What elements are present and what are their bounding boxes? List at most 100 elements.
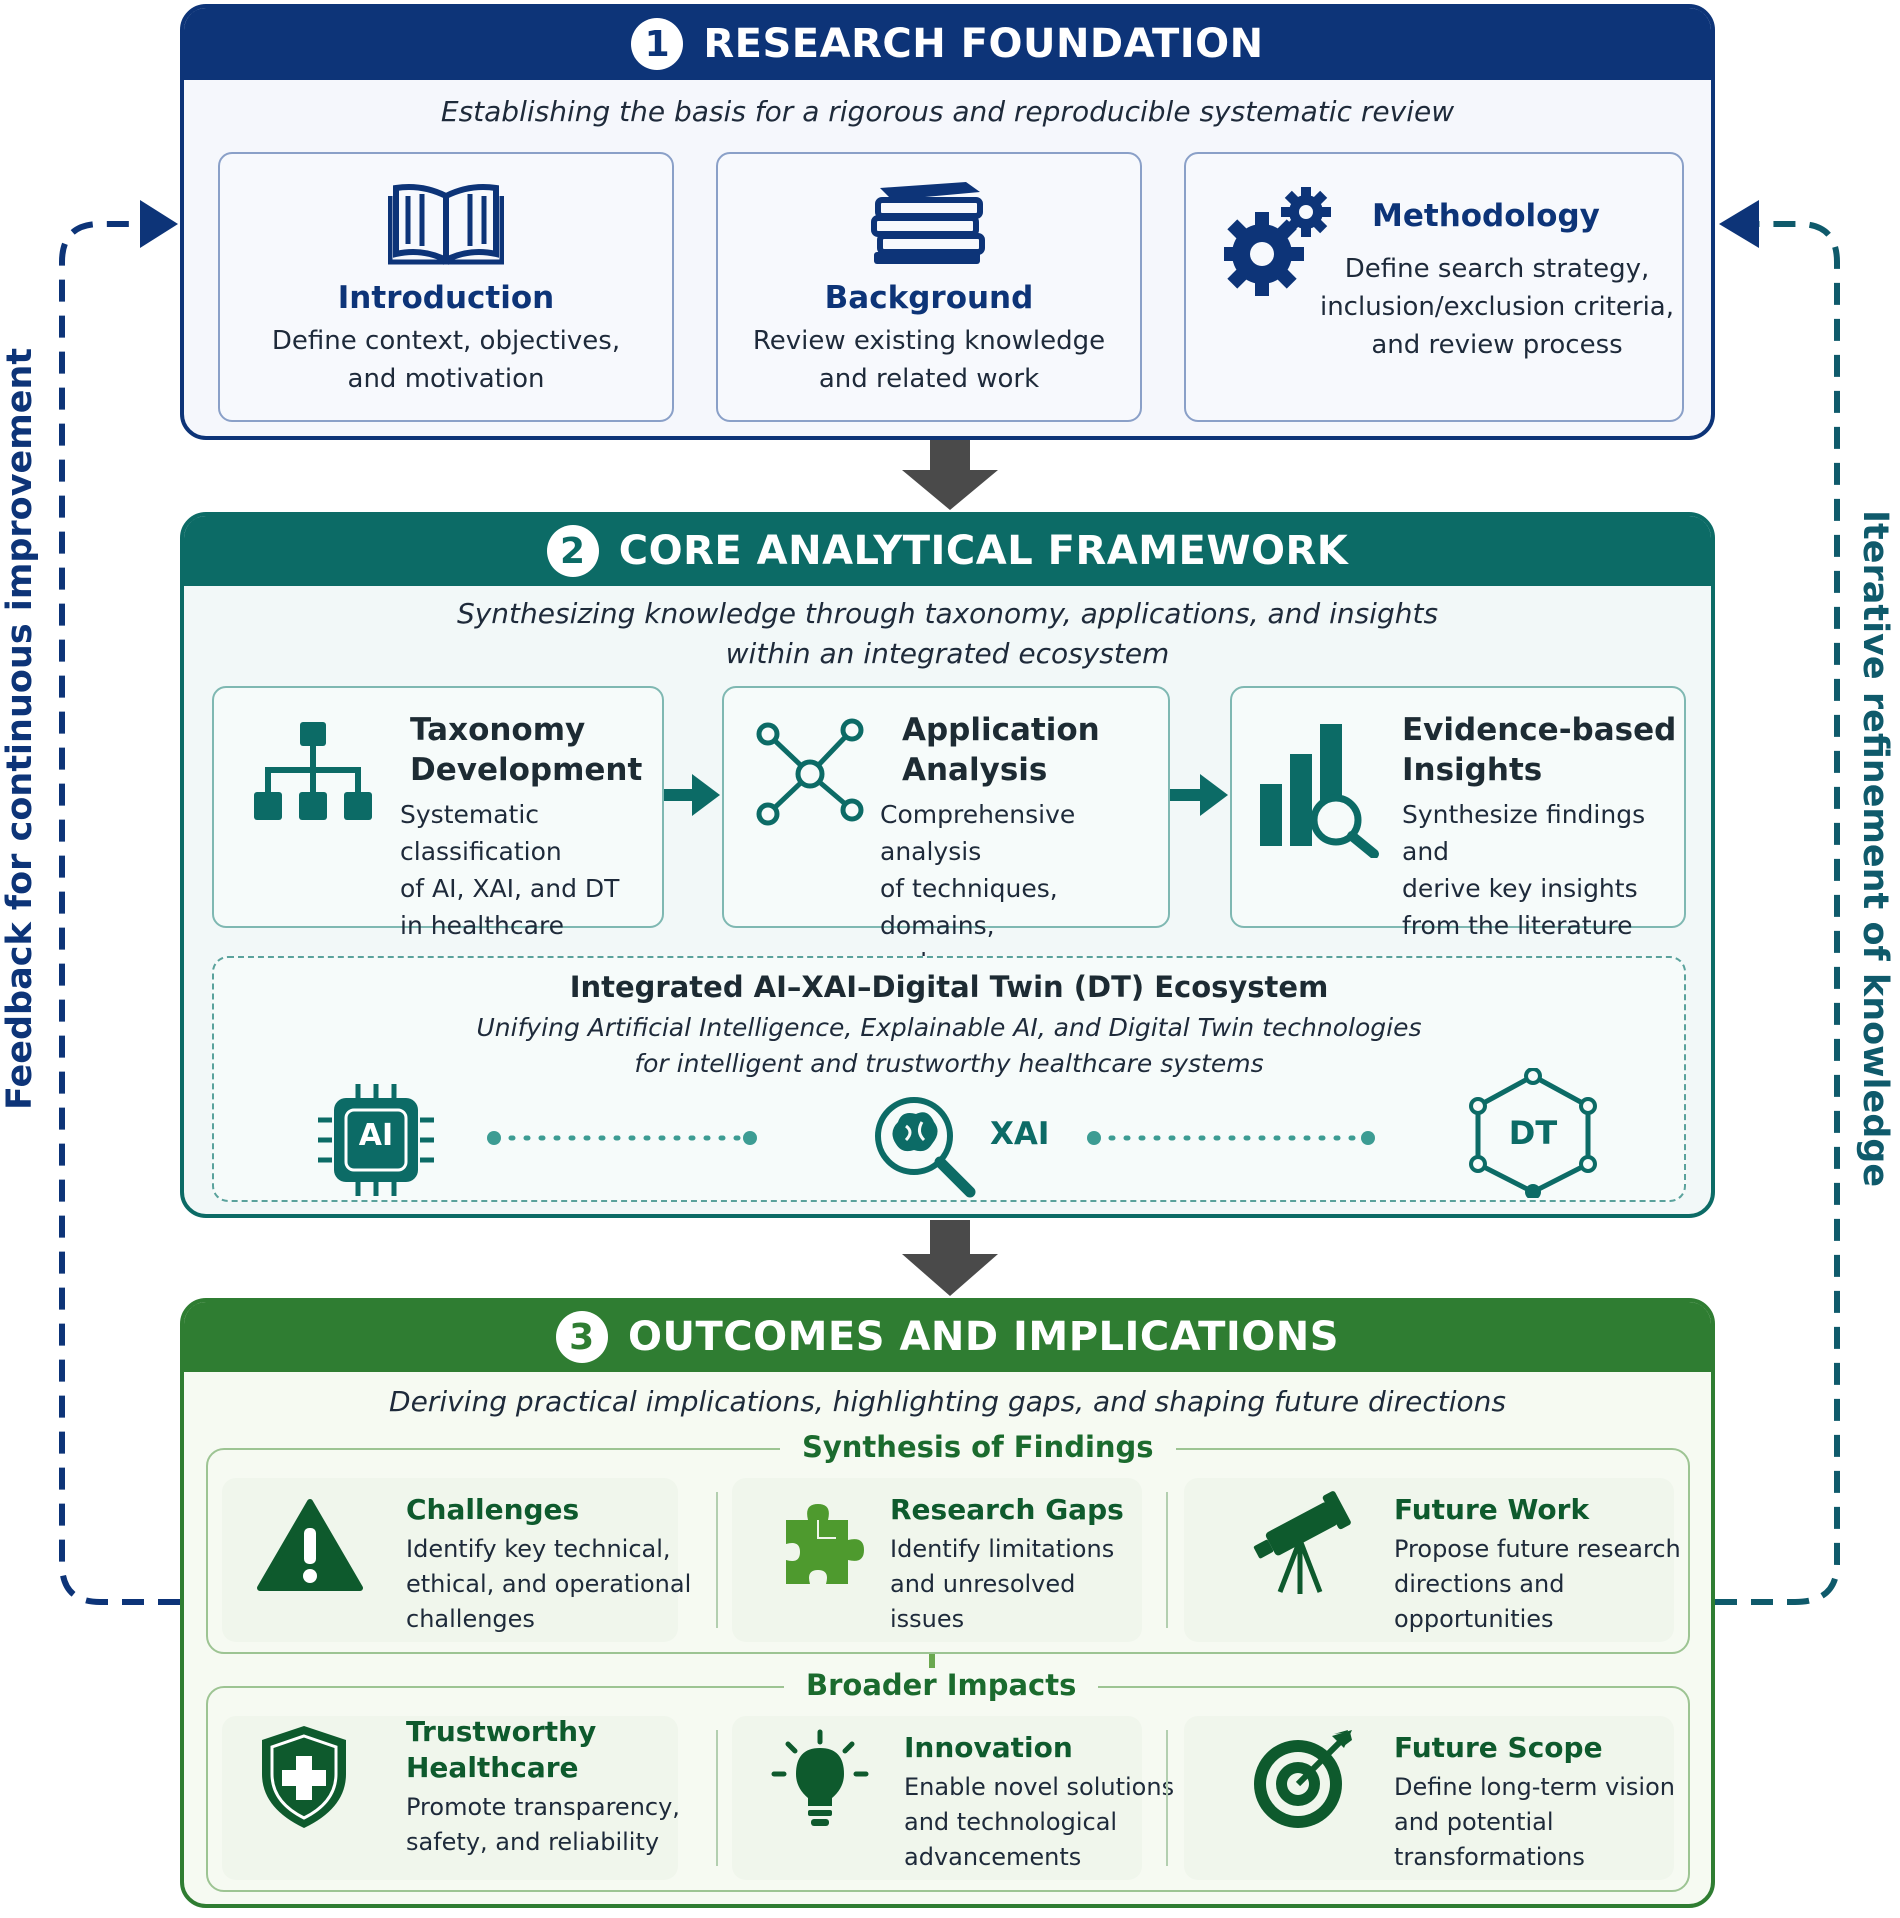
dt-hexagon: DT [1468, 1068, 1598, 1198]
impact-future-scope-line: Define long-term vision [1394, 1773, 1675, 1801]
finding-research-gaps-title: Research Gaps [890, 1493, 1124, 1526]
section3-header: 3 OUTCOMES AND IMPLICATIONS [184, 1302, 1711, 1372]
card-methodology: Methodology Define search strategy, incl… [1184, 152, 1684, 422]
card-evidence-based-insights: Evidence-based Insights Synthesize findi… [1230, 686, 1686, 940]
dotted-connector-left [487, 1131, 757, 1145]
card-taxonomy-title-line: Development [410, 752, 643, 788]
ecosystem-title: Integrated AI–XAI–Digital Twin (DT) Ecos… [569, 970, 1329, 1004]
open-book-icon [388, 184, 504, 265]
arrow-right-2 [1170, 774, 1228, 816]
card-background-line: Review existing knowledge [752, 326, 1106, 356]
card-evidence-title-line: Evidence-based [1402, 712, 1677, 748]
finding-challenges-line: challenges [406, 1605, 535, 1633]
impact-innovation [732, 1716, 1142, 1880]
section2-header: 2 CORE ANALYTICAL FRAMEWORK [184, 516, 1711, 586]
ai-chip-label: AI [358, 1118, 394, 1153]
section2-subtitle: Synthesizing knowledge through taxonomy,… [184, 594, 1711, 674]
impact-future-scope-line: and potential [1394, 1808, 1554, 1836]
ai-chip-icon [318, 1084, 434, 1196]
card-application-title: Application Analysis [902, 710, 1100, 790]
section2-subtitle-line: within an integrated ecosystem [725, 637, 1170, 670]
finding-future-work-line: Propose future research [1394, 1535, 1681, 1563]
hierarchy-icon [254, 722, 372, 820]
card-introduction-text: Define context, objectives, and motivati… [220, 322, 672, 398]
xai-brain-magnifier-icon [875, 1097, 976, 1198]
card-evidence-title-line: Insights [1402, 752, 1543, 788]
section-outcomes-and-implications: 3 OUTCOMES AND IMPLICATIONS Deriving pra… [180, 1298, 1715, 1908]
card-application-line: Comprehensive analysis [880, 800, 1076, 866]
feedback-loop-left [59, 200, 180, 1605]
broader-impacts-label: Broader Impacts [784, 1668, 1099, 1702]
finding-challenges-text: Identify key technical, ethical, and ope… [406, 1532, 691, 1637]
ecosystem-subtitle: Unifying Artificial Intelligence, Explai… [214, 1010, 1684, 1082]
section-core-analytical-framework: 2 CORE ANALYTICAL FRAMEWORK Synthesizing… [180, 512, 1715, 1218]
card-taxonomy-title-line: Taxonomy [410, 712, 586, 748]
finding-future-work-title: Future Work [1394, 1493, 1590, 1526]
bar-chart-magnifier-icon [1260, 724, 1379, 858]
card-taxonomy-line: of AI, XAI, and DT [400, 874, 620, 903]
card-application-line: of techniques, domains, [880, 874, 1058, 940]
card-application-analysis: Application Analysis Comprehensive analy… [722, 686, 1170, 977]
section1-header: 1 RESEARCH FOUNDATION [184, 8, 1711, 80]
synthesis-label: Synthesis of Findings [780, 1430, 1176, 1464]
impact-trustworthy-text: Promote transparency, safety, and reliab… [406, 1790, 680, 1860]
card-application-title-line: Application [902, 712, 1100, 748]
xai-label: XAI [990, 1116, 1050, 1152]
telescope-icon [1253, 1491, 1351, 1594]
warning-icon [257, 1499, 363, 1591]
card-evidence-line: Synthesize findings and [1402, 800, 1646, 866]
section3-number: 3 [555, 1311, 608, 1363]
gears-icon [1224, 187, 1331, 296]
finding-research-gaps-line: and unresolved [890, 1570, 1076, 1598]
card-introduction-line: and motivation [347, 364, 545, 394]
ecosystem-subtitle-line: Unifying Artificial Intelligence, Explai… [476, 1013, 1422, 1042]
card-taxonomy-text: Systematic classification of AI, XAI, an… [400, 796, 662, 944]
card-evidence-line: derive key insights [1402, 874, 1638, 903]
ecosystem-subtitle-line: for intelligent and trustworthy healthca… [634, 1049, 1264, 1078]
divider [716, 1492, 718, 1628]
arrow-down-1 [902, 440, 998, 510]
finding-future-work-text: Propose future research directions and o… [1394, 1532, 1681, 1637]
section-research-foundation: 1 RESEARCH FOUNDATION Establishing the b… [180, 4, 1715, 440]
card-methodology-title: Methodology [1372, 198, 1600, 234]
finding-challenges-line: Identify key technical, [406, 1535, 671, 1563]
right-side-label: Iterative refinement of knowledge [1855, 510, 1895, 1188]
dotted-connector-right [1087, 1131, 1375, 1145]
impact-trustworthy-title: Trustworthy Healthcare [406, 1714, 596, 1786]
target-icon [1254, 1730, 1352, 1828]
left-side-label: Feedback for continuous improvement [0, 347, 40, 1110]
card-methodology-text: Define search strategy, inclusion/exclus… [1316, 250, 1678, 364]
card-introduction-title: Introduction [337, 280, 555, 316]
section1-subtitle: Establishing the basis for a rigorous an… [440, 95, 1455, 128]
impact-future-scope-title: Future Scope [1394, 1731, 1603, 1764]
section2-number: 2 [546, 525, 599, 577]
impact-trustworthy-line: safety, and reliability [406, 1828, 660, 1856]
impact-innovation-line: advancements [904, 1843, 1082, 1871]
puzzle-icon [786, 1504, 864, 1584]
impact-innovation-line: Enable novel solutions [904, 1773, 1175, 1801]
card-methodology-line: Define search strategy, [1344, 254, 1650, 284]
card-background-title: Background [824, 280, 1034, 316]
card-methodology-line: and review process [1371, 330, 1623, 360]
card-background-line: and related work [818, 364, 1040, 394]
ecosystem-box: Integrated AI–XAI–Digital Twin (DT) Ecos… [212, 956, 1686, 1202]
network-nodes-icon [756, 718, 864, 826]
impact-future-scope-line: transformations [1394, 1843, 1585, 1871]
ai-chip: AI [316, 1082, 436, 1198]
card-evidence-line: from the literature [1402, 911, 1633, 940]
card-background: Background Review existing knowledge and… [716, 152, 1142, 422]
section1-number: 1 [631, 18, 684, 70]
finding-challenges-title: Challenges [406, 1493, 580, 1526]
finding-challenges-line: ethical, and operational [406, 1570, 692, 1598]
finding-research-gaps-text: Identify limitations and unresolved issu… [890, 1532, 1114, 1637]
impact-innovation-title: Innovation [904, 1731, 1073, 1764]
divider [1166, 1730, 1168, 1866]
finding-research-gaps-line: Identify limitations [890, 1535, 1115, 1563]
arrow-down-2 [902, 1220, 998, 1296]
finding-future-work [1184, 1478, 1674, 1642]
divider [1166, 1492, 1168, 1628]
card-introduction: Introduction Define context, objectives,… [218, 152, 674, 422]
book-stack-icon [871, 182, 985, 264]
card-application-title-line: Analysis [902, 752, 1048, 788]
finding-research-gaps-line: issues [890, 1605, 965, 1633]
